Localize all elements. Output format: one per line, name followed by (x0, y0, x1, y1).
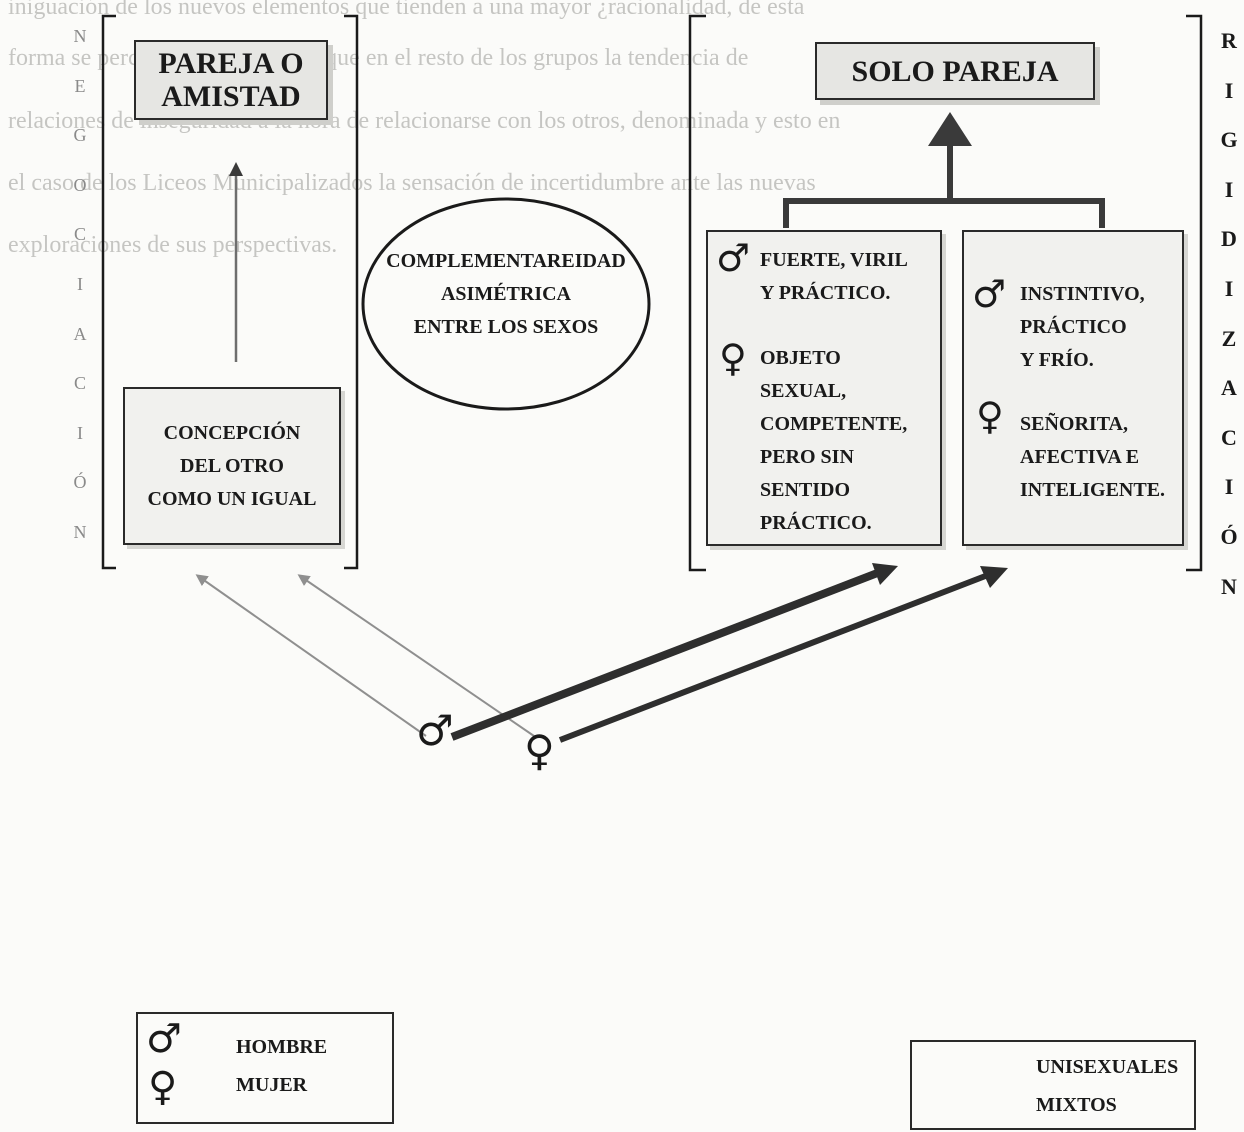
rigidizacion-letter: C (1221, 424, 1237, 450)
trait-line: INSTINTIVO, (1020, 283, 1145, 305)
negociacion-letter: G (73, 125, 87, 146)
trait-line: PRÁCTICO (1020, 316, 1127, 338)
concepcion-line: COMO UN IGUAL (147, 487, 317, 510)
ellipse-line: ASIMÉTRICA (440, 283, 572, 305)
male-origin-icon: ♂ (416, 706, 454, 755)
negociacion-letter: N (73, 26, 87, 46)
rigidizacion-letter: I (1224, 176, 1234, 202)
female-symbol-icon: ♀ (976, 394, 1004, 438)
rigidizacion-letter: I (1224, 77, 1234, 103)
rigidizacion-letter: Z (1221, 325, 1237, 351)
ellipse-line: COMPLEMENTAREIDAD (386, 250, 626, 272)
negociacion-letter: I (77, 422, 83, 443)
female-symbol-icon: ♀ (719, 336, 747, 380)
title-line: PAREJA O (158, 47, 304, 80)
traits-box-b (962, 230, 1184, 546)
legend-female-icon: ♀ (148, 1064, 178, 1110)
trait-line: SEÑORITA, (1020, 413, 1128, 435)
legend-thin-label: MIXTOS (1036, 1094, 1117, 1116)
trait-line: OBJETO (760, 347, 841, 369)
thin-arrow-male (195, 574, 427, 737)
legend-male-icon: ♂ (146, 1016, 182, 1062)
trait-line: Y PRÁCTICO. (760, 282, 891, 304)
negociacion-letter: Ó (73, 472, 87, 493)
negociacion-vertical-label: N E G O C I A C I Ó N (70, 26, 90, 572)
box-a-female-traits: OBJETO SEXUAL, COMPETENTE, PERO SIN SENT… (760, 342, 907, 540)
fork-connector (783, 198, 1105, 228)
rigidizacion-letter: I (1224, 275, 1234, 301)
negociacion-letter: I (77, 273, 83, 294)
thin-arrow-female (297, 574, 535, 737)
negociacion-letter: N (73, 521, 87, 542)
thick-arrow-male (450, 568, 882, 741)
line-legend-box (910, 1040, 1196, 1130)
thick-arrow-male-head (872, 563, 898, 585)
male-symbol-icon: ♂ (972, 272, 1007, 316)
left-bracket (101, 14, 116, 570)
background-text-line: iniguación de los nuevos elementos que t… (8, 0, 805, 20)
trait-line: AFECTIVA E (1020, 446, 1140, 468)
right-bracket-right (1186, 14, 1203, 572)
rigidizacion-letter: G (1220, 127, 1238, 153)
negociacion-letter: C (73, 224, 86, 245)
trait-line: Y FRÍO. (1020, 349, 1094, 371)
rigidizacion-letter: D (1221, 226, 1237, 252)
trait-line: COMPETENTE, (760, 413, 908, 435)
title-line: SOLO PAREJA (851, 54, 1059, 88)
legend-female-label: MUJER (236, 1074, 308, 1096)
rigidizacion-letter: R (1221, 28, 1237, 53)
trait-line: INTELIGENTE. (1020, 479, 1166, 501)
rigidizacion-letter: Ó (1220, 523, 1238, 549)
box-a-male-traits: FUERTE, VIRIL Y PRÁCTICO. (760, 244, 908, 310)
trait-line: SEXUAL, (760, 380, 847, 402)
concepcion-line: DEL OTRO (180, 454, 284, 477)
rigidizacion-letter: I (1224, 474, 1234, 500)
trait-line: PERO SIN (760, 446, 854, 468)
legend-male-label: HOMBRE (236, 1036, 328, 1058)
legend-thick-label: UNISEXUALES (1036, 1056, 1179, 1078)
trait-line: FUERTE, VIRIL (760, 249, 908, 271)
background-text-line: forma se percibe con más fuerza que en e… (8, 45, 749, 71)
negociacion-letter: A (73, 323, 87, 344)
negociacion-letter: O (73, 174, 87, 195)
female-origin-icon: ♀ (524, 726, 555, 775)
ellipse-line: ENTRE LOS SEXOS (413, 316, 599, 338)
background-text-line: el caso de los Liceos Municipalizados la… (8, 170, 816, 196)
left-bracket-right (344, 14, 359, 570)
negociacion-letter: C (73, 373, 86, 394)
concepcion-box: CONCEPCIÓN DEL OTRO COMO UN IGUAL (123, 387, 341, 545)
negociacion-letter: E (74, 75, 86, 96)
trait-line: SENTIDO (760, 479, 851, 501)
box-b-male-traits: INSTINTIVO, PRÁCTICO Y FRÍO. (1020, 278, 1145, 377)
solo-pareja-box: SOLO PAREJA (815, 42, 1095, 100)
rigidizacion-letter: A (1221, 375, 1237, 401)
right-bracket (688, 14, 706, 572)
trait-line: PRÁCTICO. (760, 512, 872, 534)
rigidizacion-letter: N (1221, 573, 1237, 599)
center-ellipse-text: COMPLEMENTAREIDAD ASIMÉTRICA ENTRE LOS S… (366, 245, 646, 344)
sex-legend-box (136, 1012, 394, 1124)
up-arrow-right-head (928, 112, 972, 146)
thick-arrow-female-head (980, 566, 1008, 588)
background-text-line: exploraciones de sus perspectivas. (8, 232, 338, 258)
center-ellipse-shape (361, 197, 651, 411)
male-symbol-icon: ♂ (716, 236, 751, 280)
traits-box-a (706, 230, 942, 546)
box-b-female-traits: SEÑORITA, AFECTIVA E INTELIGENTE. (1020, 408, 1165, 507)
concepcion-line: CONCEPCIÓN (163, 421, 301, 444)
title-line: AMISTAD (161, 80, 301, 113)
thick-arrow-female (558, 572, 990, 743)
